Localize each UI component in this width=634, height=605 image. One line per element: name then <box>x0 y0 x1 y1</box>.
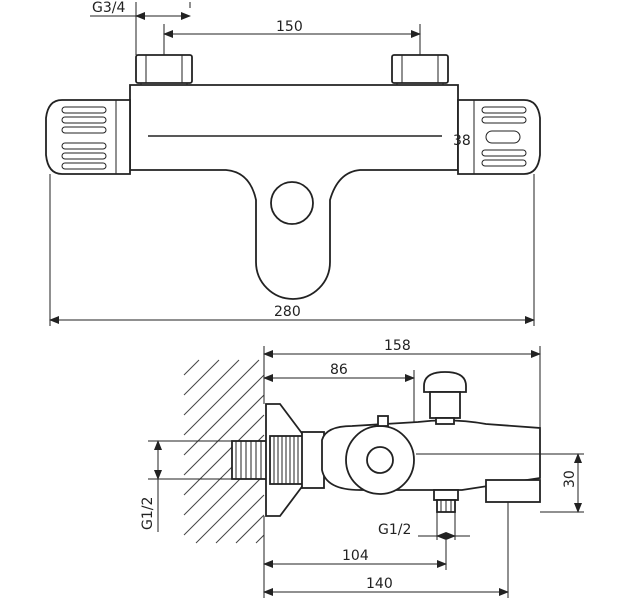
label-280: 280 <box>274 304 301 320</box>
dim-inlet-thread: G3/4 <box>90 0 191 55</box>
dim-140: 140 <box>263 502 509 598</box>
dim-86: 86 <box>263 362 415 422</box>
label-30: 30 <box>562 470 578 488</box>
outlet-circle <box>270 181 314 225</box>
dim-overall-width: 280 <box>49 174 535 326</box>
label-g3-4: G3/4 <box>92 0 125 16</box>
left-inlet-nut <box>135 54 193 88</box>
label-158: 158 <box>384 338 411 354</box>
dim-outlet-g1-2: G1/2 <box>378 512 470 540</box>
label-86: 86 <box>330 362 348 378</box>
dim-inlet-g1-2: G1/2 <box>140 440 232 532</box>
side-knob-inner <box>366 446 394 474</box>
dim-158: 158 <box>263 338 541 428</box>
label-inlet-g1-2: G1/2 <box>140 497 156 530</box>
shower-outlet <box>433 489 459 513</box>
side-view: 158 86 30 G1/2 <box>140 338 584 598</box>
label-150: 150 <box>276 19 303 35</box>
label-outlet-g1-2: G1/2 <box>378 522 411 538</box>
inlet-thread-pipe <box>231 440 269 480</box>
dim-inlet-spacing: 150 <box>163 19 421 55</box>
bath-spout <box>485 479 541 503</box>
label-140: 140 <box>366 576 393 592</box>
label-104: 104 <box>342 548 369 564</box>
dim-104: 104 <box>263 516 447 598</box>
dim-30: 30 <box>540 453 584 513</box>
diverter-knob <box>423 371 467 425</box>
temperature-mark-38: 38 <box>453 133 471 149</box>
top-view: 38 G3/4 150 280 <box>45 0 541 326</box>
right-inlet-nut <box>391 54 449 88</box>
wall-hatching <box>183 359 265 544</box>
right-flow-knob <box>457 99 541 175</box>
left-temperature-knob <box>45 99 131 175</box>
coupling-nut <box>269 431 325 489</box>
